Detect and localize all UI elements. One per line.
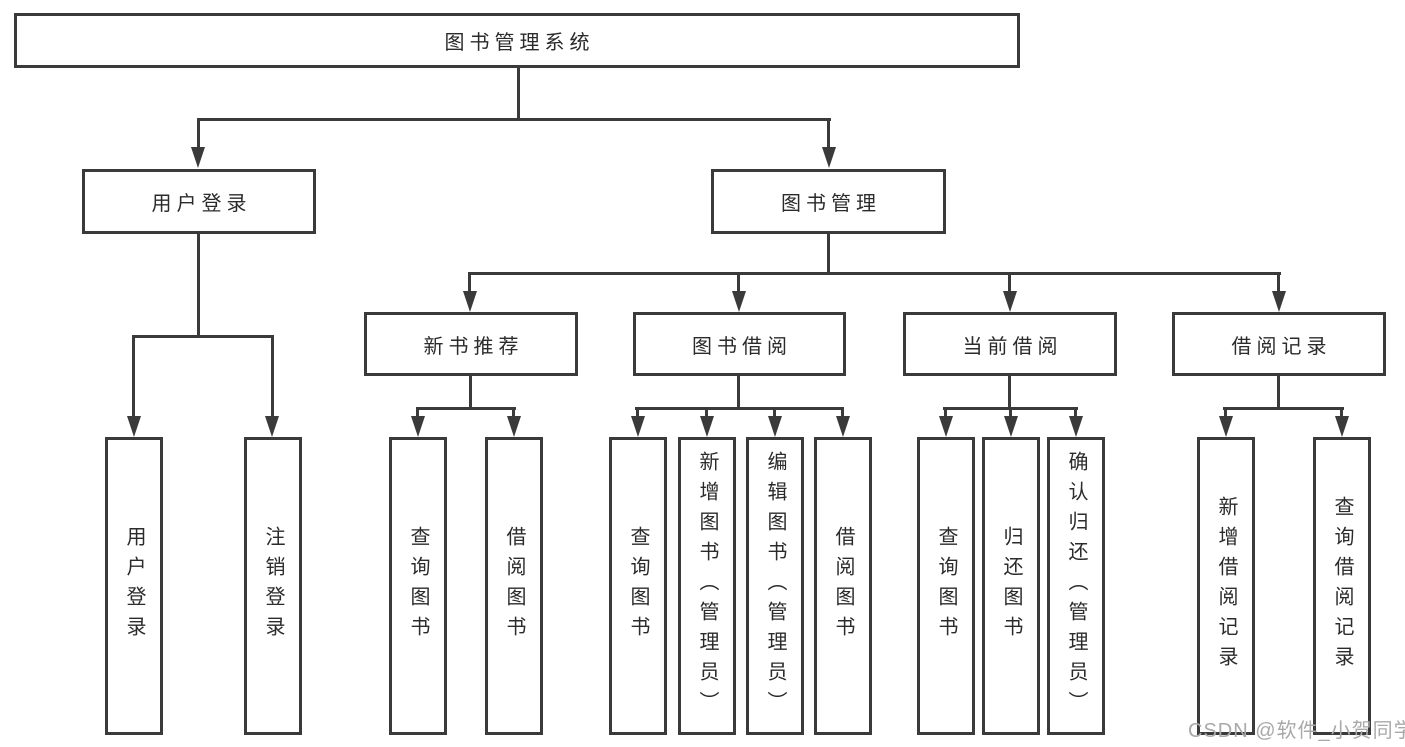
arrow-down-icon bbox=[700, 416, 714, 437]
node-user-login-label: 用户登录 bbox=[151, 193, 252, 215]
connector-line bbox=[132, 335, 135, 417]
connector-line bbox=[1340, 407, 1343, 419]
leaf-edit-books-admin-label: 编辑图书（管理员） bbox=[764, 451, 786, 721]
connector-line bbox=[1008, 272, 1011, 294]
arrow-down-icon bbox=[507, 416, 521, 437]
connector-line bbox=[827, 233, 830, 275]
leaf-query-books-current: 查询图书 bbox=[917, 437, 975, 735]
leaf-query-books-recommend-label: 查询图书 bbox=[407, 526, 429, 646]
node-borrowing-records: 借阅记录 bbox=[1172, 312, 1386, 376]
connector-line bbox=[1008, 375, 1011, 410]
leaf-confirm-return-admin-label: 确认归还（管理员） bbox=[1065, 451, 1087, 721]
leaf-add-borrow-record: 新增借阅记录 bbox=[1197, 437, 1255, 735]
connector-line bbox=[468, 272, 1281, 275]
node-new-book-recommendation-label: 新书推荐 bbox=[423, 335, 524, 358]
arrow-down-icon bbox=[631, 416, 645, 437]
connector-line bbox=[827, 118, 830, 154]
node-current-borrowing-label: 当前借阅 bbox=[962, 335, 1063, 358]
node-root: 图书管理系统 bbox=[14, 13, 1020, 68]
connector-line bbox=[416, 407, 516, 410]
arrow-down-icon bbox=[411, 416, 425, 437]
arrow-down-icon bbox=[768, 416, 782, 437]
arrow-down-icon bbox=[127, 416, 141, 437]
leaf-logout: 注销登录 bbox=[244, 437, 302, 735]
leaf-query-books-borrow: 查询图书 bbox=[609, 437, 667, 735]
arrow-down-icon bbox=[1069, 416, 1083, 437]
arrow-down-icon bbox=[1272, 291, 1286, 312]
node-book-borrowing: 图书借阅 bbox=[633, 312, 846, 376]
node-new-book-recommendation: 新书推荐 bbox=[364, 312, 578, 376]
arrow-down-icon bbox=[191, 147, 205, 168]
leaf-add-borrow-record-label: 新增借阅记录 bbox=[1215, 496, 1237, 676]
node-user-login: 用户登录 bbox=[82, 169, 316, 234]
leaf-user-login: 用户登录 bbox=[105, 437, 163, 735]
connector-line bbox=[737, 272, 740, 294]
connector-line bbox=[468, 272, 471, 294]
leaf-query-books-current-label: 查询图书 bbox=[935, 526, 957, 646]
arrow-down-icon bbox=[265, 416, 279, 437]
connector-line bbox=[197, 118, 200, 154]
leaf-query-books-recommend: 查询图书 bbox=[389, 437, 447, 735]
connector-line bbox=[1277, 375, 1280, 410]
arrow-down-icon bbox=[1335, 416, 1349, 437]
leaf-return-books-label: 归还图书 bbox=[1000, 526, 1022, 646]
leaf-add-books-admin-label: 新增图书（管理员） bbox=[696, 451, 718, 721]
connector-line bbox=[1009, 407, 1012, 419]
connector-line bbox=[1223, 407, 1344, 410]
leaf-borrow-books-borrow: 借阅图书 bbox=[814, 437, 872, 735]
connector-line bbox=[469, 375, 472, 410]
connector-line bbox=[197, 118, 831, 121]
connector-line bbox=[636, 407, 639, 419]
connector-line bbox=[1074, 407, 1077, 419]
node-root-label: 图书管理系统 bbox=[444, 32, 595, 54]
node-book-management: 图书管理 bbox=[711, 169, 946, 234]
arrow-down-icon bbox=[1004, 416, 1018, 437]
connector-line bbox=[635, 407, 844, 410]
connector-line bbox=[271, 335, 274, 417]
leaf-borrow-books-recommend: 借阅图书 bbox=[485, 437, 543, 735]
arrow-down-icon bbox=[822, 147, 836, 168]
node-current-borrowing: 当前借阅 bbox=[903, 312, 1117, 376]
connector-line bbox=[132, 335, 274, 338]
arrow-down-icon bbox=[1219, 416, 1233, 437]
connector-line bbox=[944, 407, 947, 419]
leaf-query-books-borrow-label: 查询图书 bbox=[627, 526, 649, 646]
leaf-logout-label: 注销登录 bbox=[262, 526, 284, 646]
leaf-confirm-return-admin: 确认归还（管理员） bbox=[1047, 437, 1105, 735]
leaf-user-login-label: 用户登录 bbox=[123, 526, 145, 646]
csdn-watermark: CSDN @软件_小贺同学 bbox=[1188, 720, 1405, 742]
connector-line bbox=[512, 407, 515, 419]
leaf-query-borrow-record-label: 查询借阅记录 bbox=[1331, 496, 1353, 676]
connector-line bbox=[737, 375, 740, 410]
arrow-down-icon bbox=[463, 291, 477, 312]
connector-line bbox=[517, 66, 520, 121]
connector-line bbox=[1224, 407, 1227, 419]
node-book-borrowing-label: 图书借阅 bbox=[692, 335, 792, 358]
node-book-management-label: 图书管理 bbox=[781, 193, 881, 215]
arrow-down-icon bbox=[732, 291, 746, 312]
leaf-edit-books-admin: 编辑图书（管理员） bbox=[746, 437, 804, 735]
connector-line bbox=[705, 407, 708, 419]
connector-line bbox=[197, 233, 200, 337]
leaf-add-books-admin: 新增图书（管理员） bbox=[678, 437, 736, 735]
arrow-down-icon bbox=[836, 416, 850, 437]
leaf-borrow-books-recommend-label: 借阅图书 bbox=[503, 526, 525, 646]
connector-line bbox=[1277, 272, 1280, 294]
connector-line bbox=[773, 407, 776, 419]
leaf-borrow-books-borrow-label: 借阅图书 bbox=[832, 526, 854, 646]
connector-line bbox=[841, 407, 844, 419]
arrow-down-icon bbox=[939, 416, 953, 437]
leaf-return-books: 归还图书 bbox=[982, 437, 1040, 735]
leaf-query-borrow-record: 查询借阅记录 bbox=[1313, 437, 1371, 735]
connector-line bbox=[416, 407, 419, 419]
node-borrowing-records-label: 借阅记录 bbox=[1231, 335, 1332, 358]
arrow-down-icon bbox=[1003, 291, 1017, 312]
